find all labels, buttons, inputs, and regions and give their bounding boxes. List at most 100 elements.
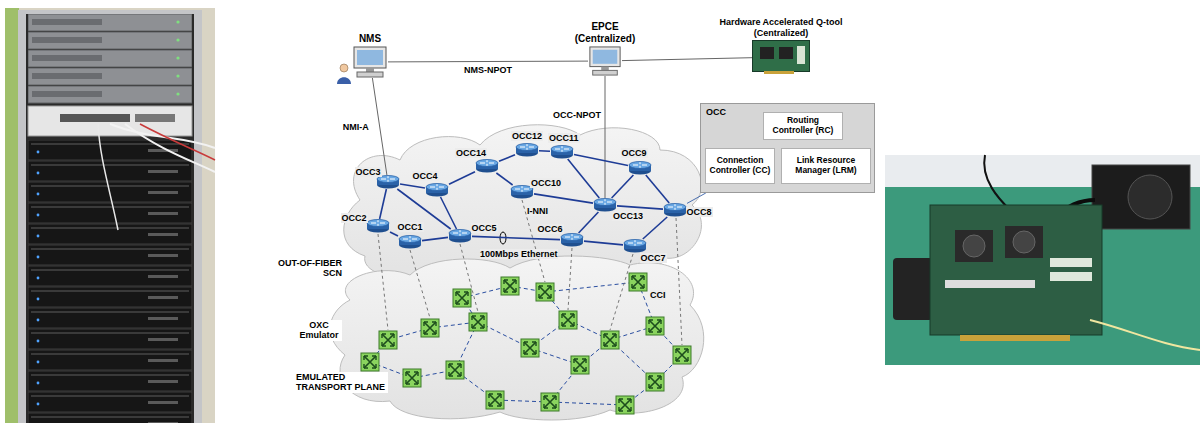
rack-photo-part: [28, 140, 192, 423]
board-photo-part: [1092, 165, 1190, 229]
stand: [366, 68, 374, 72]
oxc-emulator: [536, 283, 554, 301]
router-label: OCC6: [537, 224, 564, 234]
board-photo-part: [945, 280, 1035, 288]
component-box: Routing Controller (RC): [763, 112, 843, 140]
router-top: [664, 204, 686, 211]
board-photo-part: [955, 230, 993, 262]
i-nni-link: [646, 175, 669, 203]
i-nni-link: [584, 241, 623, 245]
router-node: OCC5: [448, 229, 472, 243]
oxc-emulator: [421, 319, 439, 337]
person-icon-part: [340, 64, 348, 72]
rack-photo-part: [140, 124, 215, 160]
board-photo-part: [885, 155, 1200, 365]
i-nni-link: [400, 184, 425, 188]
i-nni-link: [579, 212, 599, 233]
oxc-emulator: [673, 346, 691, 364]
board-photo-part: [984, 155, 1010, 210]
router-arrows: [633, 162, 647, 168]
router-top: [449, 230, 471, 237]
host-node: Hardware Accelerated Q-tool (Centralized…: [752, 40, 810, 74]
board-photo-part: [1090, 320, 1200, 350]
router-top: [594, 199, 616, 206]
router-label: OCC5: [471, 223, 498, 233]
annotation-label: 100Mbps Ethernet: [480, 249, 558, 259]
router-arrows: [453, 230, 467, 236]
router-label: OCC8: [686, 207, 713, 217]
router-label: OCC3: [355, 167, 382, 177]
annotation-label: EMULATED TRANSPORT PLANE: [296, 372, 388, 393]
control-link: [605, 76, 606, 198]
transport-links: [370, 282, 682, 405]
control-link: [622, 58, 752, 61]
screen: [357, 50, 383, 65]
rack-photo-part: [135, 114, 175, 122]
annotation-label: CCI: [650, 290, 666, 300]
i-nni-link: [612, 175, 634, 198]
i-nni-link: [441, 197, 457, 229]
person-icon: [337, 64, 351, 84]
oxc-emulator: [453, 289, 471, 307]
oxc-emulator: [646, 373, 664, 391]
router-arrows: [668, 204, 682, 210]
router-node: OCC13: [593, 198, 617, 212]
router-node: OCC9: [628, 161, 652, 175]
annotation-label: I-NNI: [527, 206, 548, 216]
router-top: [624, 240, 646, 247]
router-label: OCC2: [341, 213, 368, 223]
rack-photo-part: [5, 8, 215, 423]
edge-label: NMS-NPOT: [463, 65, 513, 75]
i-nni-link: [687, 193, 706, 203]
router-arrows: [628, 240, 642, 246]
router-icon: [515, 143, 539, 157]
oxc-emulator: [616, 396, 634, 414]
rack-photo-part: [26, 14, 194, 423]
i-nni-link: [643, 217, 667, 239]
router-node: OCC1: [398, 235, 422, 249]
router-top: [367, 220, 389, 227]
rack-photo-part: [60, 114, 130, 122]
router-label: OCC7: [640, 253, 667, 263]
router-arrows: [430, 184, 444, 190]
rack-photo-part: [28, 14, 192, 104]
router-icon: [663, 203, 687, 217]
i-nni-link: [534, 194, 593, 203]
router-icon: [628, 161, 652, 175]
oxc-emulator: [541, 393, 559, 411]
router-arrows: [565, 234, 579, 240]
router-arrows: [520, 144, 534, 150]
host-node: NMS: [352, 46, 388, 78]
board-photo-part: [1050, 272, 1092, 281]
edge-label: OCC-NPOT: [552, 110, 602, 120]
router-arrows: [555, 146, 569, 152]
rack-photo-part: [18, 10, 202, 423]
router-node: OCC10: [510, 185, 534, 199]
transport-cloud: [330, 256, 704, 420]
router-icon: [550, 145, 574, 159]
chip: [760, 47, 774, 59]
board-icon: [752, 40, 810, 74]
rack-photo-part: [5, 8, 19, 423]
router-arrows: [598, 199, 612, 205]
pcb: [753, 41, 810, 72]
router-arrows: [371, 220, 385, 226]
rack-photo: [5, 8, 215, 423]
board-photo-part: [1128, 175, 1172, 219]
router-top: [399, 236, 421, 243]
router-icon: [593, 198, 617, 212]
base: [357, 72, 383, 77]
stand: [601, 67, 609, 71]
oxc-emulator: [521, 339, 539, 357]
rack-photo-part: [125, 124, 215, 172]
board-photo-part: [930, 205, 1102, 335]
board-photo-part: [893, 258, 933, 320]
annotation-label: OXC Emulator: [296, 320, 342, 341]
router-node: OCC2: [366, 219, 390, 233]
monitor: [354, 47, 386, 68]
router-top: [476, 160, 498, 167]
control-channel-lines: [378, 200, 682, 345]
i-nni-link: [380, 189, 387, 219]
